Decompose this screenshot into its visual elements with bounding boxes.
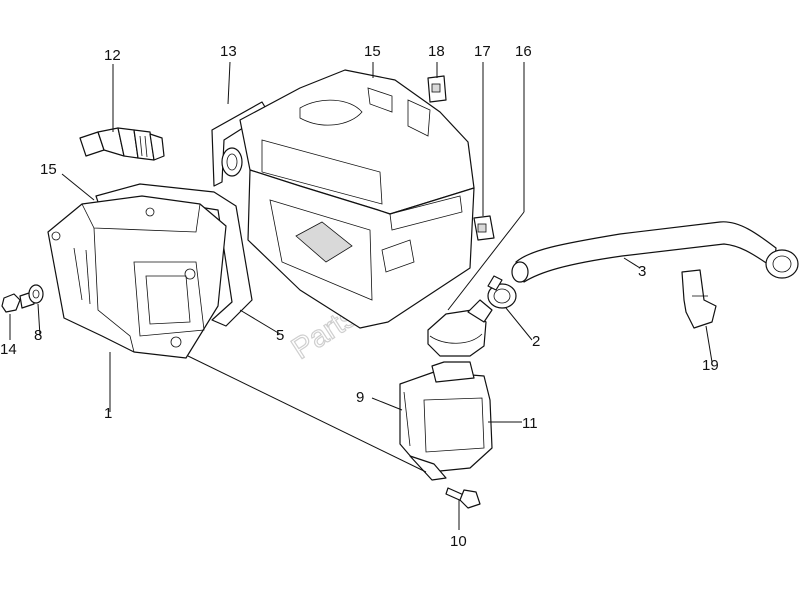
callout-16: 16 [515,43,532,60]
spark-plug-part [79,127,165,161]
callout-5: 5 [276,327,284,344]
hose-clamp-2-part [487,275,517,309]
callout-11: 11 [522,415,538,432]
clip-18-part [427,75,447,103]
cover-seal-part [211,101,269,187]
callout-10: 10 [450,533,467,550]
clip-17-part [473,215,495,241]
cylinder-head-cover-part [47,195,227,359]
callout-13: 13 [220,43,237,60]
head-cover-part [239,69,475,329]
callout-17: 17 [474,43,491,60]
callout-18: 18 [428,43,445,60]
callout-3: 3 [638,263,646,280]
callout-1: 1 [104,405,112,422]
screw-10-part [445,487,481,509]
washer-8-part [28,284,44,304]
callout-14: 14 [0,341,17,358]
callout-12: 12 [104,47,121,64]
callout-labels: 12 13 15 18 17 16 15 3 5 8 14 2 19 9 1 1… [0,43,719,550]
callout-8: 8 [34,327,42,344]
leader-lines [9,61,713,530]
callout-15-left: 15 [40,161,57,178]
callout-15-top: 15 [364,43,381,60]
clip-19-part [681,269,717,329]
oil-separator-part [399,361,493,481]
callout-2: 2 [532,333,540,350]
callout-19: 19 [702,357,719,374]
separator-cap-part [427,299,493,357]
breather-hose-part [511,221,799,283]
callout-9: 9 [356,389,364,406]
